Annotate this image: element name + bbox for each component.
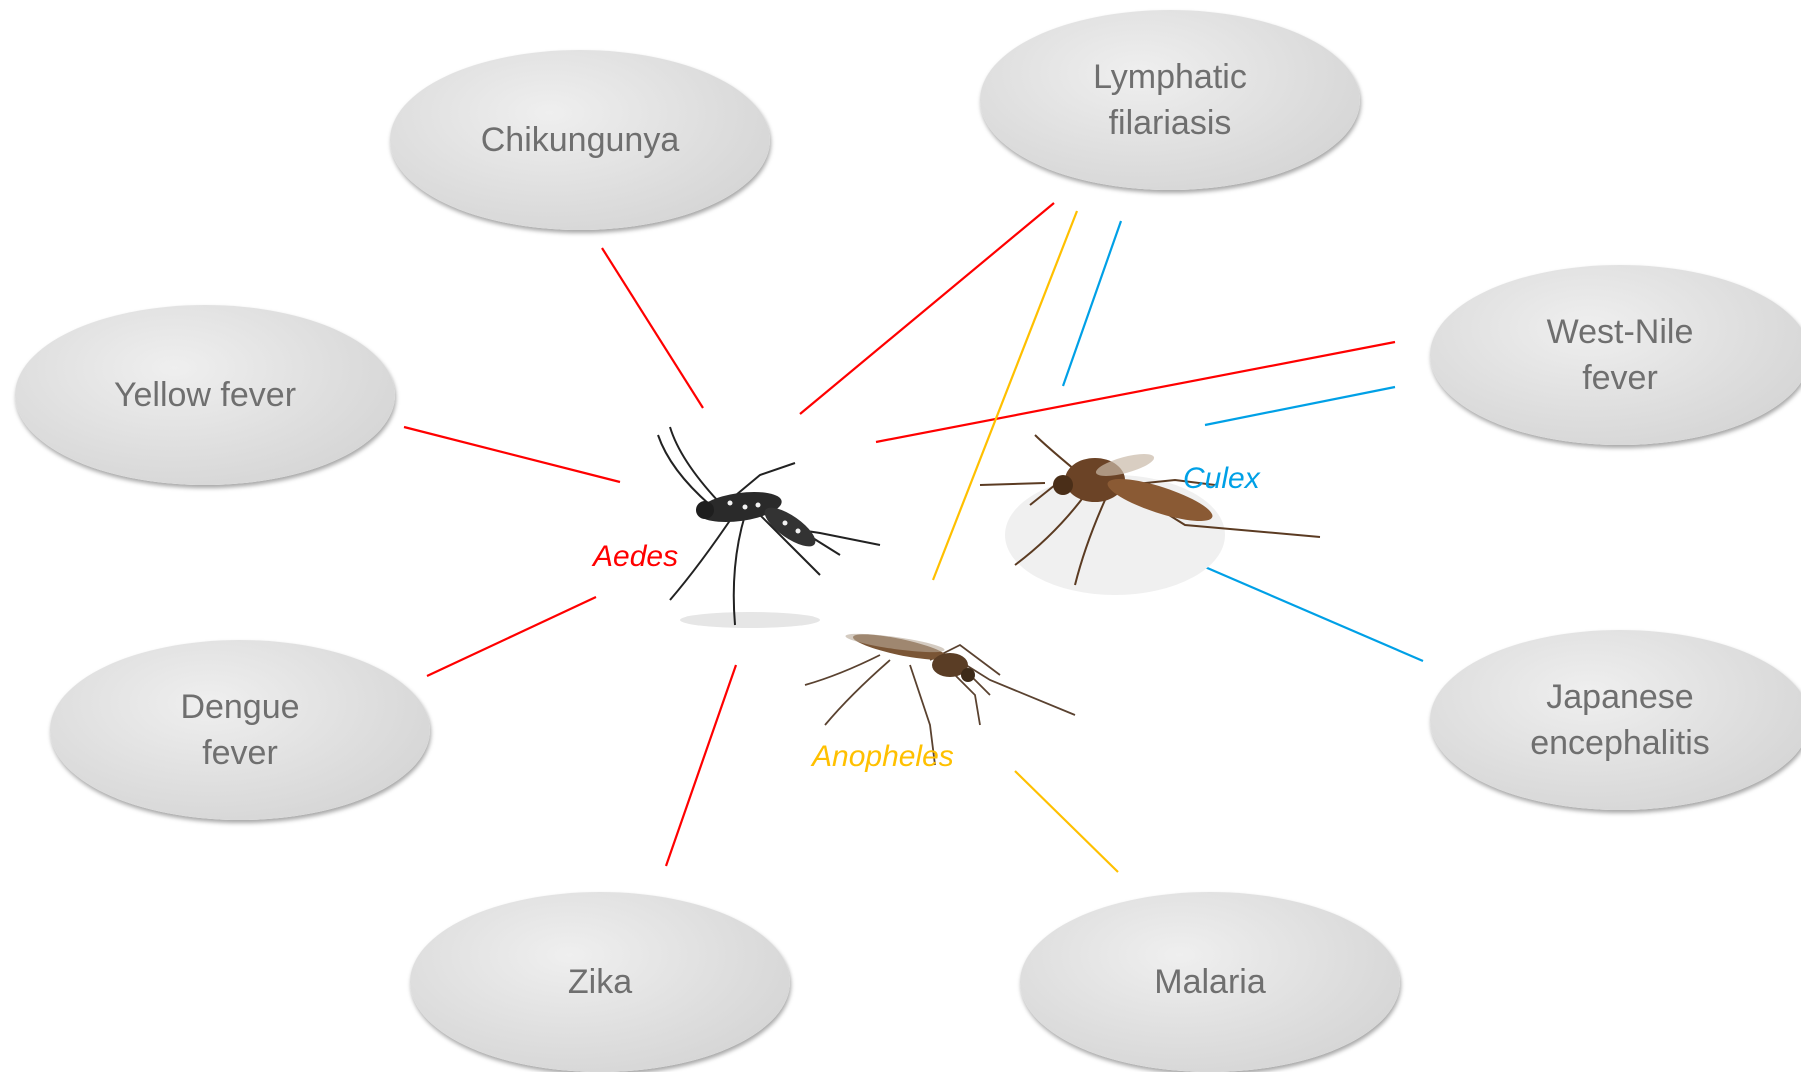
disease-label: West-Nile fever — [1547, 309, 1694, 401]
disease-label: Dengue fever — [180, 684, 299, 776]
disease-label: Yellow fever — [114, 372, 296, 418]
disease-dengue-fever: Dengue fever — [50, 640, 430, 820]
disease-label: Chikungunya — [481, 117, 679, 163]
culex-mosquito-image — [975, 425, 1325, 605]
disease-west-nile-fever: West-Nile fever — [1430, 265, 1801, 445]
disease-label: Zika — [568, 959, 632, 1005]
connector-aedes-yellow-fever — [404, 427, 620, 482]
connector-aedes-chikungunya — [602, 248, 703, 408]
genus-label-culex: Culex — [1183, 462, 1260, 496]
connector-culex-lymphatic-filariasis — [1063, 221, 1121, 386]
disease-lymphatic-filariasis: Lymphatic filariasis — [980, 10, 1360, 190]
aedes-mosquito-image — [640, 415, 900, 635]
connector-aedes-dengue-fever — [427, 597, 596, 676]
disease-zika: Zika — [410, 892, 790, 1072]
connector-aedes-lymphatic-filariasis — [800, 203, 1054, 414]
disease-chikungunya: Chikungunya — [390, 50, 770, 230]
disease-label: Malaria — [1154, 959, 1265, 1005]
connector-anopheles-malaria — [1015, 771, 1118, 872]
disease-label: Japanese encephalitis — [1530, 674, 1710, 766]
genus-label-aedes: Aedes — [593, 540, 678, 574]
disease-yellow-fever: Yellow fever — [15, 305, 395, 485]
genus-label-anopheles: Anopheles — [812, 740, 954, 774]
connector-aedes-zika — [666, 665, 736, 866]
connector-culex-west-nile-fever — [1205, 387, 1395, 425]
disease-japanese-encephalitis: Japanese encephalitis — [1430, 630, 1801, 810]
disease-label: Lymphatic filariasis — [1093, 54, 1247, 146]
disease-malaria: Malaria — [1020, 892, 1400, 1072]
